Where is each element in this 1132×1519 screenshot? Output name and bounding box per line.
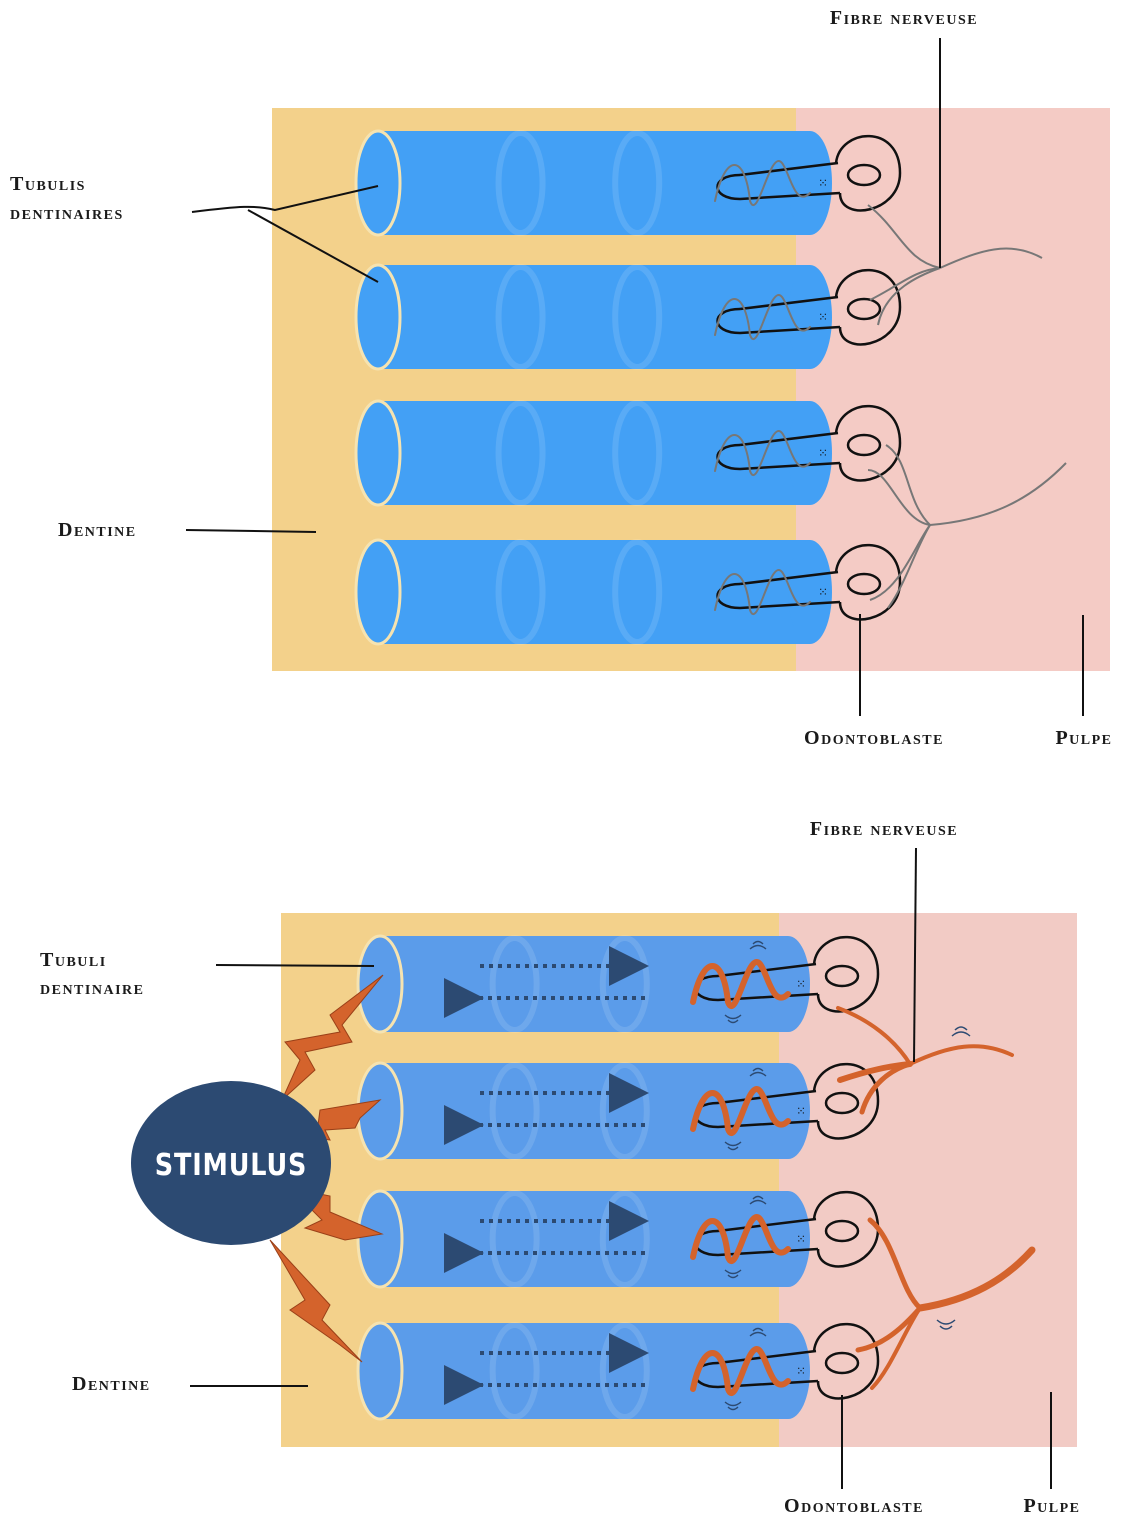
top-odontoblaste-label: Odontoblaste [804, 727, 944, 749]
tubule-opening [356, 265, 400, 369]
tubule-opening [356, 540, 400, 644]
tubule-body [378, 401, 810, 505]
tubule-opening [356, 401, 400, 505]
tubule-row: ⁙ [356, 265, 900, 369]
bottom-tubuli-label-line2: dentinaire [40, 977, 144, 999]
organelle-dots: ⁙ [796, 1104, 806, 1118]
tubule-row: ⁙ [356, 131, 900, 235]
bottom-fibre-label: Fibre nerveuse [810, 818, 958, 840]
tubule-body [378, 131, 810, 235]
tubule-opening [358, 936, 402, 1032]
bottom-pulpe-area [779, 913, 1077, 1447]
tubule-row: ⁙ [356, 401, 900, 505]
organelle-dots: ⁙ [796, 1232, 806, 1246]
organelle-dots: ⁙ [818, 310, 828, 324]
tubule-opening [358, 1323, 402, 1419]
bottom-panel: ⁙ ⁙ ⁙ ⁙ STIMULUS [40, 818, 1081, 1517]
top-pulpe-area [796, 108, 1110, 671]
tubule-opening [358, 1191, 402, 1287]
organelle-dots: ⁙ [796, 1364, 806, 1378]
tubule-body [378, 265, 810, 369]
organelle-dots: ⁙ [796, 977, 806, 991]
top-dentine-label: Dentine [58, 519, 137, 541]
top-tubulis-label-line2: dentinaires [10, 202, 124, 224]
top-tubulis-label-line1: Tubulis [10, 173, 86, 195]
organelle-dots: ⁙ [818, 446, 828, 460]
bottom-pulpe-label: Pulpe [1023, 1495, 1080, 1517]
tubule-row: ⁙ [358, 1323, 878, 1419]
bottom-dentine-label: Dentine [72, 1373, 151, 1395]
tubule-body [378, 540, 810, 644]
tubule-opening [356, 131, 400, 235]
top-panel: ⁙⁙⁙⁙ Fibre nerveuse Tubulis dentinaires … [10, 7, 1113, 749]
top-fibre-label: Fibre nerveuse [830, 7, 978, 29]
stimulus-label: STIMULUS [155, 1147, 307, 1183]
tubule-row: ⁙ [358, 1191, 878, 1287]
tubule-row: ⁙ [358, 1063, 878, 1159]
organelle-dots: ⁙ [818, 176, 828, 190]
top-pulpe-label: Pulpe [1055, 727, 1112, 749]
bottom-tubuli-label-line1: Tubuli [40, 949, 107, 971]
bottom-odontoblaste-label: Odontoblaste [784, 1495, 924, 1517]
tubule-row: ⁙ [358, 936, 878, 1032]
organelle-dots: ⁙ [818, 585, 828, 599]
tubule-row: ⁙ [356, 540, 900, 644]
